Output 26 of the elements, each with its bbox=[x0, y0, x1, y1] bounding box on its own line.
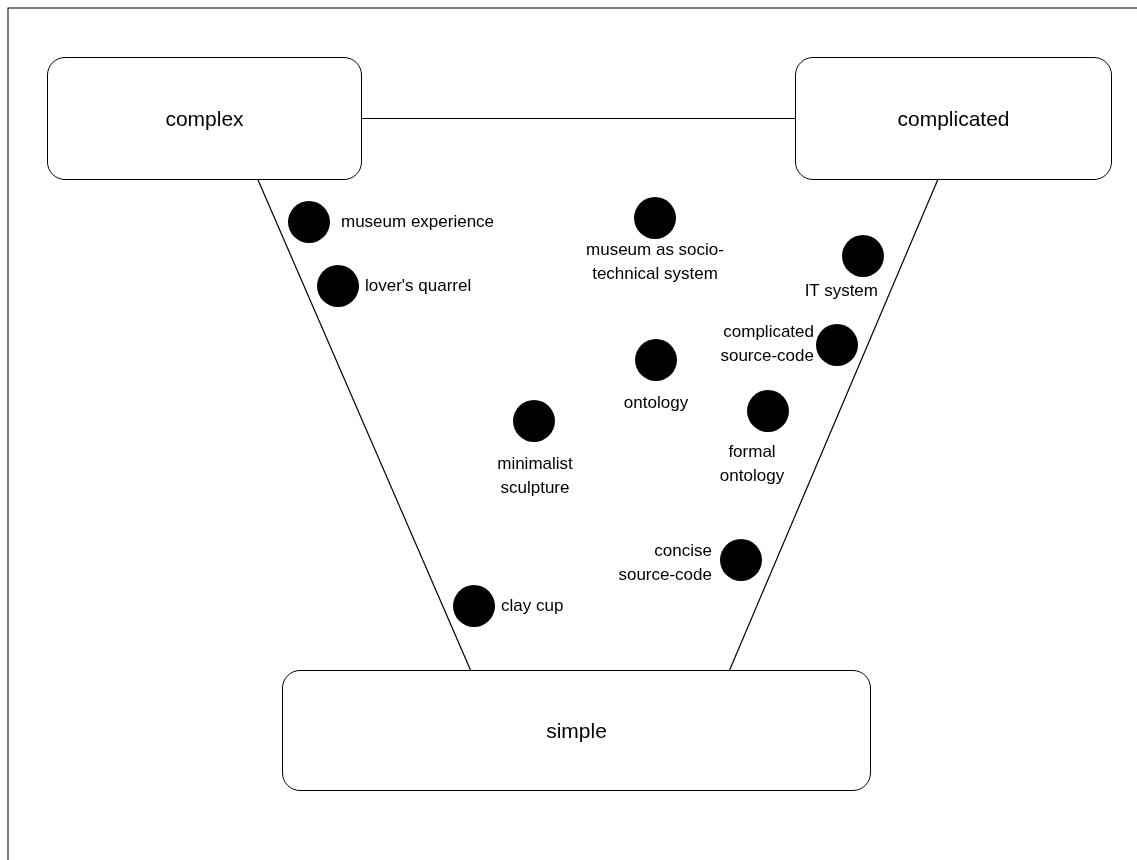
category-box: complicated bbox=[795, 57, 1112, 180]
connector-line bbox=[361, 117, 796, 120]
dot-label: lover's quarrel bbox=[365, 275, 473, 297]
dot-marker bbox=[720, 539, 762, 581]
dot-label: ontology bbox=[622, 392, 690, 414]
dot-label: concise source-code bbox=[617, 540, 712, 586]
dot-label: formal ontology bbox=[718, 441, 786, 487]
category-box: simple bbox=[282, 670, 871, 791]
dot-marker bbox=[635, 339, 677, 381]
dot-marker bbox=[288, 201, 330, 243]
dot-marker bbox=[816, 324, 858, 366]
dot-label: minimalist sculpture bbox=[496, 453, 574, 499]
category-box: complex bbox=[47, 57, 362, 180]
connector-line bbox=[257, 179, 472, 671]
dot-label: complicated source-code bbox=[719, 321, 814, 367]
dot-marker bbox=[513, 400, 555, 442]
dot-label: museum experience bbox=[341, 211, 496, 233]
dot-marker bbox=[634, 197, 676, 239]
dot-label: clay cup bbox=[501, 595, 565, 617]
dot-marker bbox=[747, 390, 789, 432]
dot-marker bbox=[842, 235, 884, 277]
dot-label: museum as socio-technical system bbox=[585, 239, 725, 285]
connector-line bbox=[729, 179, 939, 671]
dot-marker bbox=[453, 585, 495, 627]
dot-marker bbox=[317, 265, 359, 307]
dot-label: IT system bbox=[803, 280, 878, 302]
